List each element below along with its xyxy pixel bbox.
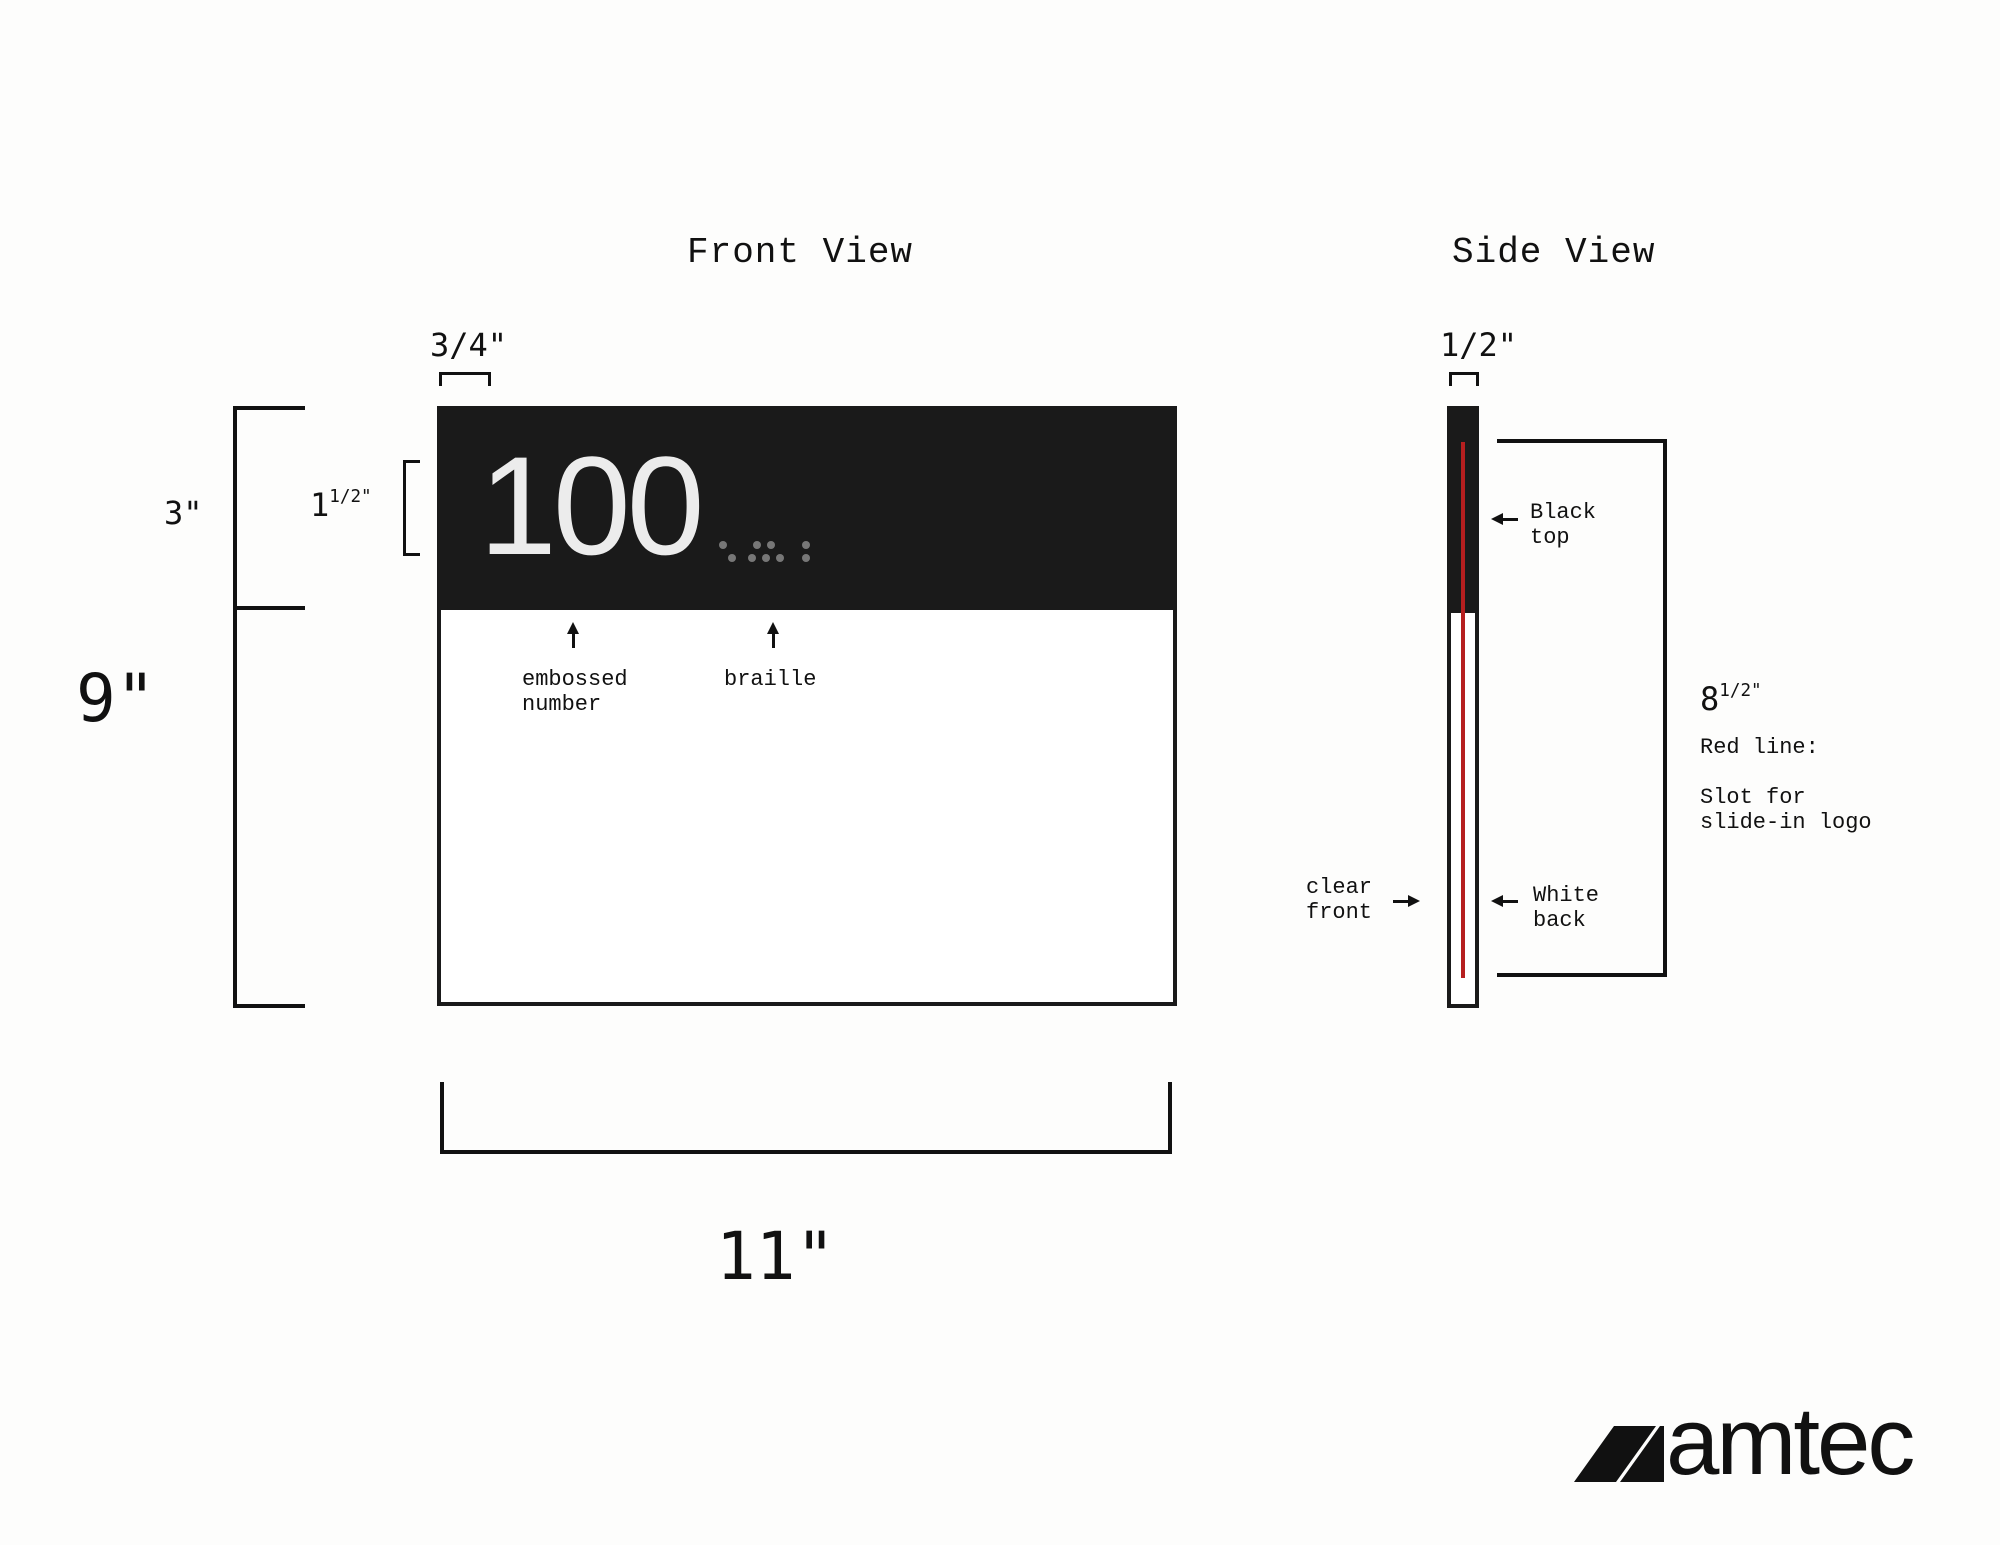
number-height-whole: 1 <box>310 486 330 524</box>
black-top-note: Black top <box>1530 500 1597 550</box>
side-sign-panel <box>1447 406 1479 1008</box>
width-label: 11" <box>716 1218 836 1295</box>
white-back-note: White back <box>1533 883 1600 933</box>
margin-dimension-label: 3/4" <box>430 326 508 364</box>
slot-height-label: 81/2" <box>1700 680 1762 718</box>
braille-note: braille <box>724 667 817 692</box>
amtec-logo-mark <box>1574 1426 1664 1482</box>
number-height-label: 11/2" <box>310 486 372 524</box>
slot-note: Slot for slide-in logo <box>1700 785 1872 835</box>
red-line-note: Red line: <box>1700 735 1819 760</box>
embossed-number-note: embossed number <box>522 667 628 717</box>
total-height-label: 9" <box>76 660 156 737</box>
top-band-height-label: 3" <box>164 494 203 532</box>
black-top-band: 100 <box>441 410 1173 610</box>
logo-slot-red-line <box>1461 442 1465 978</box>
slot-height-fraction: 1/2" <box>1719 681 1762 702</box>
number-height-fraction: 1/2" <box>329 487 372 508</box>
embossed-room-number: 100 <box>479 427 705 584</box>
front-sign-panel: 100 <box>437 406 1177 1006</box>
amtec-logo-wordmark: amtec <box>1666 1388 1915 1495</box>
front-view-title: Front View <box>687 232 914 273</box>
side-view-title: Side View <box>1452 232 1656 273</box>
depth-label: 1/2" <box>1440 326 1518 364</box>
slot-height-whole: 8 <box>1700 680 1720 718</box>
clear-front-note: clear front <box>1306 875 1373 925</box>
